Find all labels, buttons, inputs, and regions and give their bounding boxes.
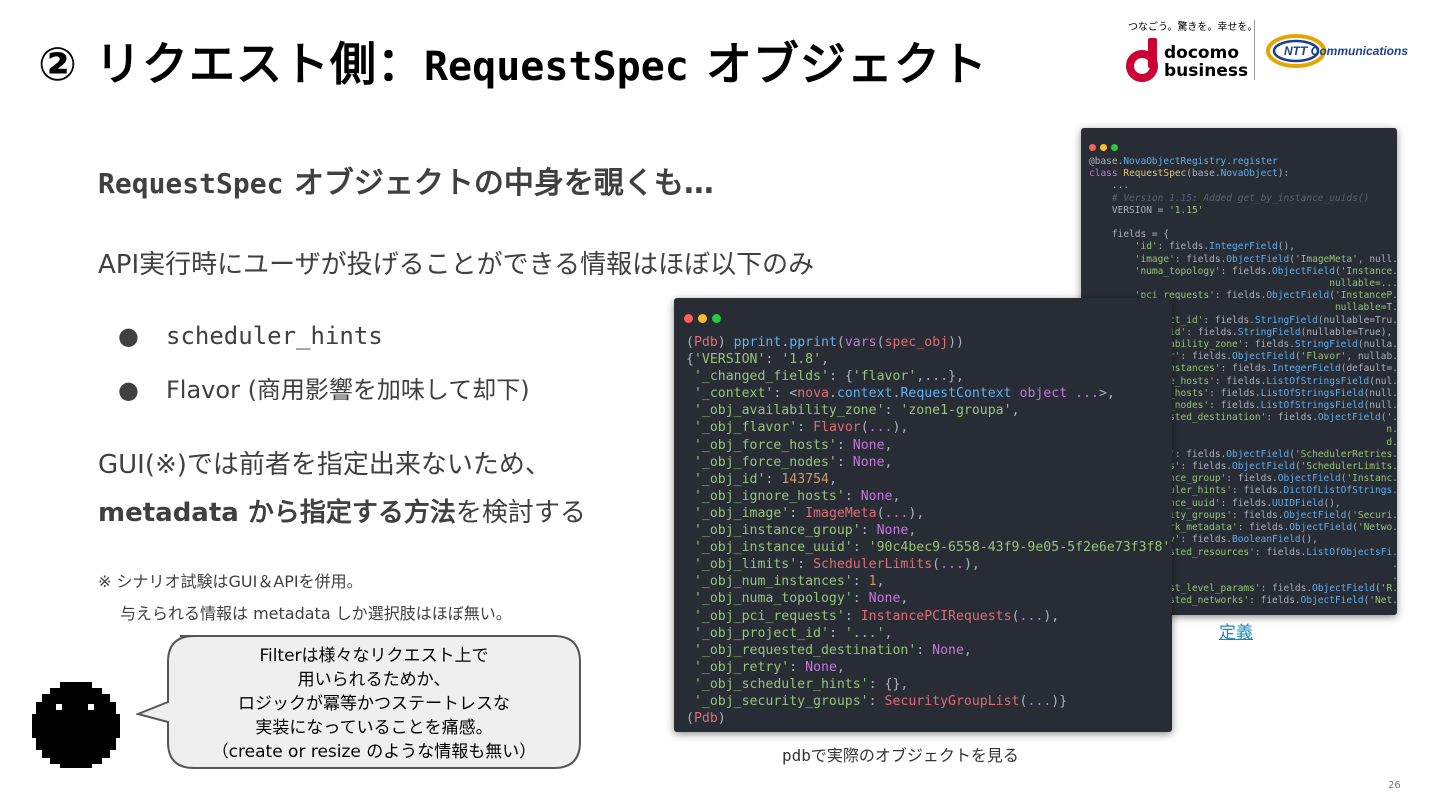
definition-code-block: @base.NovaObjectRegistry.register class … (1089, 156, 1397, 607)
note-line-1: ※ シナリオ試験はGUI＆APIを併用。 (98, 572, 363, 591)
bubble-line: Filterは様々なリクエスト上で (259, 646, 489, 666)
subheading: RequestSpec オブジェクトの中身を覗くも… (98, 158, 714, 202)
title-prefix: ② リクエスト側： (38, 37, 424, 91)
speech-bubble-text: Filterは様々なリクエスト上で 用いられるためか、 ロジックが冪等かつステー… (166, 644, 582, 764)
title-suffix: オブジェクト (688, 37, 988, 91)
docomo-business-logo: docomo business (1164, 44, 1248, 80)
bullet-text: Flavor (商用影響を加味して却下) (166, 376, 530, 404)
minimize-dot-icon (1100, 144, 1107, 151)
slide-title: ② リクエスト側：RequestSpec オブジェクト (38, 28, 988, 94)
pixel-character-avatar-icon (32, 682, 120, 768)
logo-divider (1254, 20, 1255, 80)
requestspec-definition-code-window: @base.NovaObjectRegistry.register class … (1081, 128, 1397, 615)
bubble-line: 実装になっていることを痛感。 (255, 718, 493, 738)
minimize-dot-icon (698, 314, 707, 323)
subheading-text: オブジェクトの中身を覗くも… (283, 166, 714, 201)
tagline: つなごう。驚きを。幸せを。 (1128, 22, 1258, 33)
bullet-marker: ● (118, 376, 139, 404)
ntt-logo-text: NTT Communications (1284, 44, 1408, 58)
window-controls (684, 308, 726, 327)
ntt-communications-logo-icon: NTT Communications (1266, 34, 1408, 68)
pdb-caption: pdbで実際のオブジェクトを見る (782, 742, 1019, 766)
title-code: RequestSpec (423, 44, 689, 90)
maximize-dot-icon (712, 314, 721, 323)
maximize-dot-icon (1111, 144, 1118, 151)
bubble-line: 用いられるためか、 (297, 670, 451, 690)
pdb-code-block: (Pdb) pprint.pprint(vars(spec_obj)) {'VE… (686, 335, 1172, 727)
window-controls (1089, 136, 1122, 155)
note-line-2: 与えられる情報は metadata しか選択肢はほぼ無い。 (120, 604, 512, 623)
gui-line-2: metadata から指定する方法を検討する (98, 492, 586, 529)
gui-line-1: GUI(※)では前者を指定出来ないため、 (98, 450, 551, 480)
bubble-line: （create or resize のような情報も無い） (211, 742, 537, 762)
speech-bubble (136, 635, 581, 769)
docomo-logo-icon (1126, 38, 1158, 82)
definition-link[interactable]: 定義 (1219, 623, 1253, 643)
pdb-output-code-window: (Pdb) pprint.pprint(vars(spec_obj)) {'VE… (674, 298, 1172, 732)
docomo-logo-line2: business (1164, 61, 1249, 81)
page-number: 26 (1388, 780, 1401, 791)
subheading-code: RequestSpec (98, 167, 284, 200)
close-dot-icon (684, 314, 693, 323)
gui-line-2-rest: を検討する (455, 498, 586, 528)
bullet-flavor: ● Flavor (商用影響を加味して却下) (118, 370, 530, 405)
caption-text: で実際のオブジェクトを見る (810, 746, 1019, 765)
logo-area: つなごう。驚きを。幸せを。 docomo business NTT Commun… (1120, 14, 1420, 86)
close-dot-icon (1089, 144, 1096, 151)
api-info-line: API実行時にユーザが投げることができる情報はほぼ以下のみ (98, 250, 815, 280)
bullet-text: scheduler_hints (166, 322, 383, 350)
docomo-logo-line1: docomo (1164, 43, 1239, 63)
bubble-line: ロジックが冪等かつステートレスな (238, 694, 510, 714)
metadata-method-bold: metadata から指定する方法 (98, 498, 456, 528)
caption-pdb: pdb (782, 746, 811, 765)
bullet-marker: ● (118, 322, 139, 350)
bullet-scheduler-hints: ● scheduler_hints (118, 322, 383, 350)
